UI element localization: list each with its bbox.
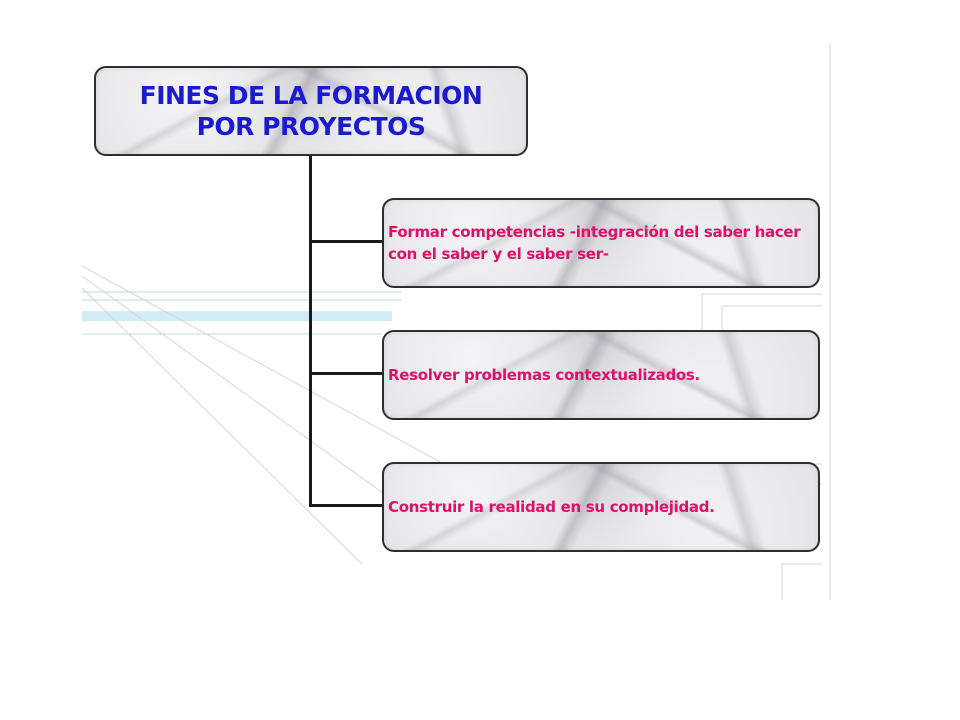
trunk-connector: [309, 152, 312, 507]
child-node-1: Formar competencias -integración del sab…: [382, 198, 820, 288]
child-node-2-text: Resolver problemas contextualizados.: [388, 366, 700, 384]
child-node-3-text: Construir la realidad en su complejidad.: [388, 498, 715, 516]
branch-connector-1: [309, 240, 382, 243]
root-node: FINES DE LA FORMACION POR PROYECTOS: [94, 66, 528, 156]
child-node-1-text: Formar competencias -integración del sab…: [388, 223, 801, 263]
branch-connector-2: [309, 372, 382, 375]
child-node-3: Construir la realidad en su complejidad.: [382, 462, 820, 552]
root-title: FINES DE LA FORMACION POR PROYECTOS: [140, 80, 483, 142]
root-title-line-2: POR PROYECTOS: [196, 112, 426, 141]
root-title-line-1: FINES DE LA FORMACION: [139, 81, 483, 110]
background-decoration: [82, 44, 831, 600]
child-node-2: Resolver problemas contextualizados.: [382, 330, 820, 420]
branch-connector-3: [309, 504, 382, 507]
